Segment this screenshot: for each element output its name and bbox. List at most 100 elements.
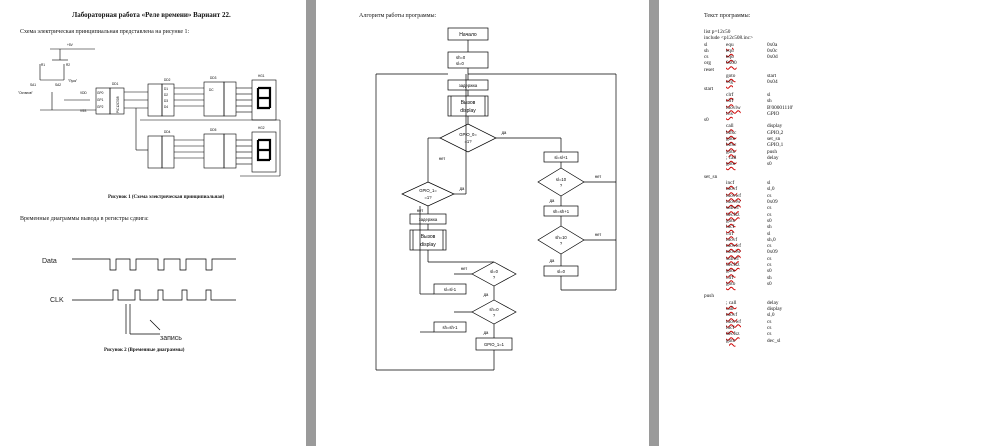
flow-sl0-text2: ? xyxy=(493,275,496,280)
flow-yes5: да xyxy=(550,198,555,203)
code-col-2: equ xyxy=(726,41,734,48)
code-line: list p=12c50 xyxy=(704,29,984,35)
label-sa1: SA1 xyxy=(30,83,36,87)
code-col-2: goto xyxy=(726,268,736,275)
code-col-3: sh xyxy=(767,274,772,281)
flow-r-sl-inc-text: sl=sl+1 xyxy=(554,155,568,160)
code-col-2: movf xyxy=(726,236,738,243)
code-col-2: goto xyxy=(726,217,736,224)
code-col-1: list p=12c50 xyxy=(704,29,731,35)
code-col-3: cs xyxy=(767,205,772,212)
flow-no5: нет xyxy=(595,174,602,179)
flow-gpio1-text1: GPIO_1= xyxy=(419,188,437,193)
label-hg1: HG1 xyxy=(258,74,265,78)
code-col-3: delay xyxy=(767,154,779,161)
code-col-3: sl xyxy=(767,91,771,98)
section2-text: Временные диаграммы вывода в регистры сд… xyxy=(20,216,149,222)
flow-gpio0-text2: =1? xyxy=(464,139,472,144)
code-col-3: set_sn xyxy=(767,136,781,143)
code-col-2: incf xyxy=(726,324,735,331)
label-dd1: DD1 xyxy=(112,82,119,86)
code-col-3: sh xyxy=(767,98,772,105)
code-col-3: GPIO xyxy=(767,110,780,117)
code-col-3: GPIO,2 xyxy=(767,129,784,136)
code-line: org 0x04 xyxy=(704,79,984,85)
flow-init-block xyxy=(447,51,489,69)
label-vss: VSS xyxy=(80,109,86,113)
label-dc: DC xyxy=(209,88,214,92)
code-col-3: display xyxy=(767,306,783,313)
flow-no6: нет xyxy=(595,232,602,237)
flow-delay1-text: задержка xyxy=(459,83,478,88)
code-col-3: cs xyxy=(767,255,772,262)
code-col-2: movwf xyxy=(726,192,742,199)
code-col-2: org xyxy=(726,79,733,86)
code-line: s0 xyxy=(704,117,984,123)
code-col-3: sh,0 xyxy=(767,236,776,243)
label-dd3: DD3 xyxy=(210,76,217,80)
flow-gpio0-text1: GPIO_0= xyxy=(459,132,477,137)
label-dd2: DD2 xyxy=(164,78,171,82)
code-col-2: decfsz xyxy=(726,261,740,268)
code-col-1: s0 xyxy=(704,117,709,124)
code-line: movf sh,0 xyxy=(704,237,984,243)
code-col-3: s0 xyxy=(767,161,772,168)
code-col-2: clrf xyxy=(726,230,734,237)
code-col-2: goto xyxy=(726,73,736,80)
code-col-2: movlw xyxy=(726,249,741,256)
flow-sl10-text1: sl=10 xyxy=(556,177,567,182)
code-col-2: incf xyxy=(726,224,735,231)
code-col-3: delay xyxy=(767,299,779,306)
code-col-3: s0 xyxy=(767,280,772,287)
document-page-1: Лабораторная работа «Реле времени» Вариа… xyxy=(0,0,306,446)
flow-call2-word: Вызов xyxy=(421,234,436,240)
label-d1: D1 xyxy=(164,87,168,91)
code-col-1: set_sn xyxy=(704,173,718,180)
flow-gpio1-text2: =1? xyxy=(424,195,432,200)
code-col-1: cs xyxy=(704,54,709,61)
code-col-3: sl,0 xyxy=(767,186,775,193)
code-col-3: 0x04 xyxy=(767,79,778,86)
flow-no1: нет xyxy=(439,156,446,161)
flow-sh-dec xyxy=(433,321,467,333)
code-col-3: cs xyxy=(767,243,772,250)
flow-sh0-text2: ? xyxy=(493,313,496,318)
code-col-3: cs xyxy=(767,192,772,199)
code-col-2: movlw xyxy=(726,199,741,206)
code-col-1: reset xyxy=(704,66,714,73)
code-line: movwf cs xyxy=(704,193,984,199)
label-dd4: DD4 xyxy=(164,130,171,134)
code-col-2: ; call xyxy=(726,299,737,306)
flow-sl10-text2: ? xyxy=(560,183,563,188)
code-col-2: incf xyxy=(726,180,735,187)
flow-sh0-text1: sh=0 xyxy=(489,307,499,312)
label-pusk: "Пуск" xyxy=(68,79,77,83)
code-col-1: org xyxy=(704,60,711,67)
code-col-2: equ xyxy=(726,47,734,54)
flow-cond-gpio1 xyxy=(401,181,455,207)
flow-gpio1-set-text: GPIO_1=1 xyxy=(484,342,505,347)
label-r1: R1 xyxy=(41,63,45,67)
code-col-3: dec_sl xyxy=(767,337,781,344)
